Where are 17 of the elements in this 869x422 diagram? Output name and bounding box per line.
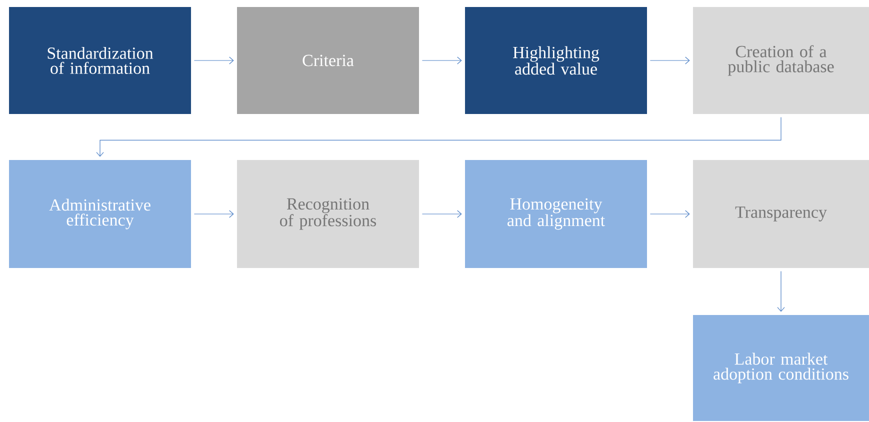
process-box: Recognition of professions <box>237 160 419 268</box>
process-box: Homogeneity and alignment <box>465 160 647 268</box>
arrow <box>194 210 234 218</box>
arrow <box>422 56 462 64</box>
process-box: Transparency <box>693 160 869 268</box>
process-box: Criteria <box>237 7 419 114</box>
arrow <box>777 270 785 312</box>
arrow <box>650 210 690 218</box>
arrow <box>650 56 690 64</box>
process-box: Administrative efficiency <box>9 160 191 268</box>
process-box: Labor market adoption conditions <box>693 315 869 421</box>
arrow <box>422 210 462 218</box>
process-box: Creation of a public database <box>693 7 869 114</box>
process-box: Highlighting added value <box>465 7 647 114</box>
arrow <box>96 116 782 157</box>
arrow <box>194 56 234 64</box>
process-box: Standardization of information <box>9 7 191 114</box>
